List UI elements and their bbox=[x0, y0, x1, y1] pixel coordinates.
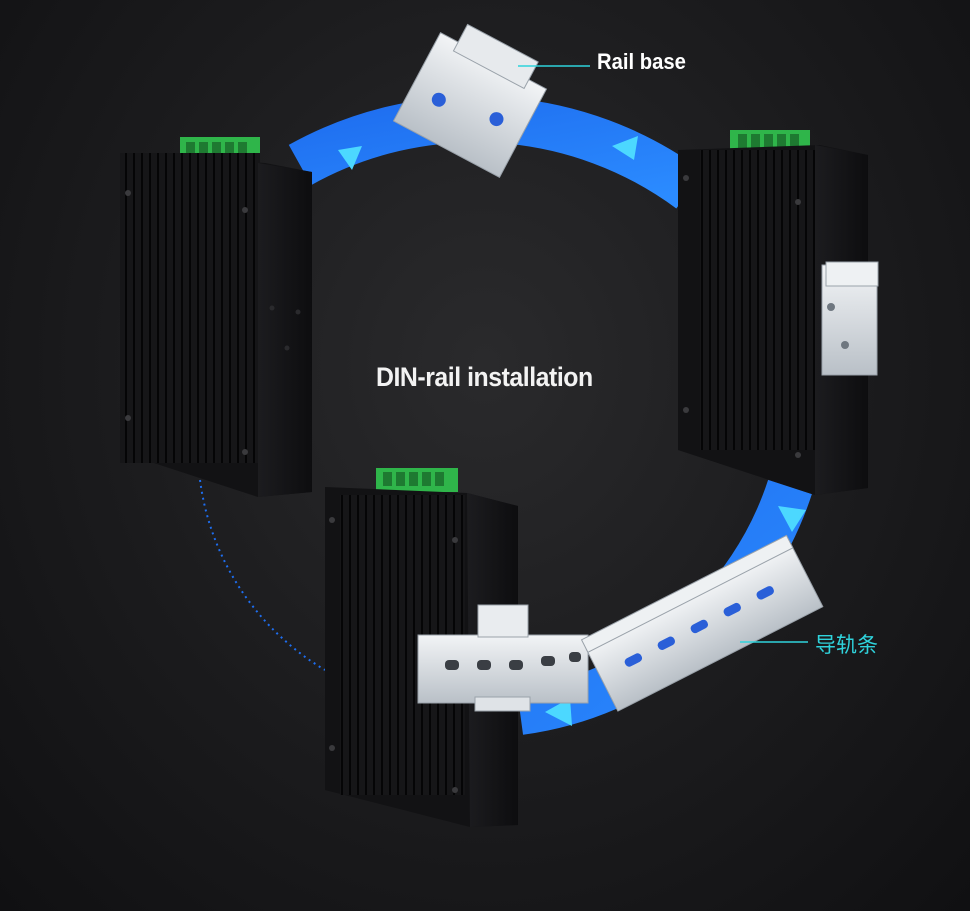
rail-base-clip bbox=[392, 23, 548, 178]
arrow-arc-left-dotted bbox=[199, 479, 326, 671]
arrow-head-icon bbox=[778, 506, 806, 532]
diagram-title: DIN-rail installation bbox=[376, 362, 593, 392]
device-rear-view-with-clip bbox=[678, 130, 879, 495]
rail-base-callout: Rail base bbox=[597, 49, 686, 74]
arrow-head-icon bbox=[545, 698, 572, 726]
device-mounted-on-rail bbox=[325, 468, 589, 827]
arrow-head-icon bbox=[338, 146, 362, 170]
device-front-view bbox=[120, 137, 312, 497]
arrow-head-icon bbox=[612, 136, 638, 160]
guide-rail-strip bbox=[580, 534, 824, 712]
guide-rail-callout: 导轨条 bbox=[815, 633, 878, 657]
